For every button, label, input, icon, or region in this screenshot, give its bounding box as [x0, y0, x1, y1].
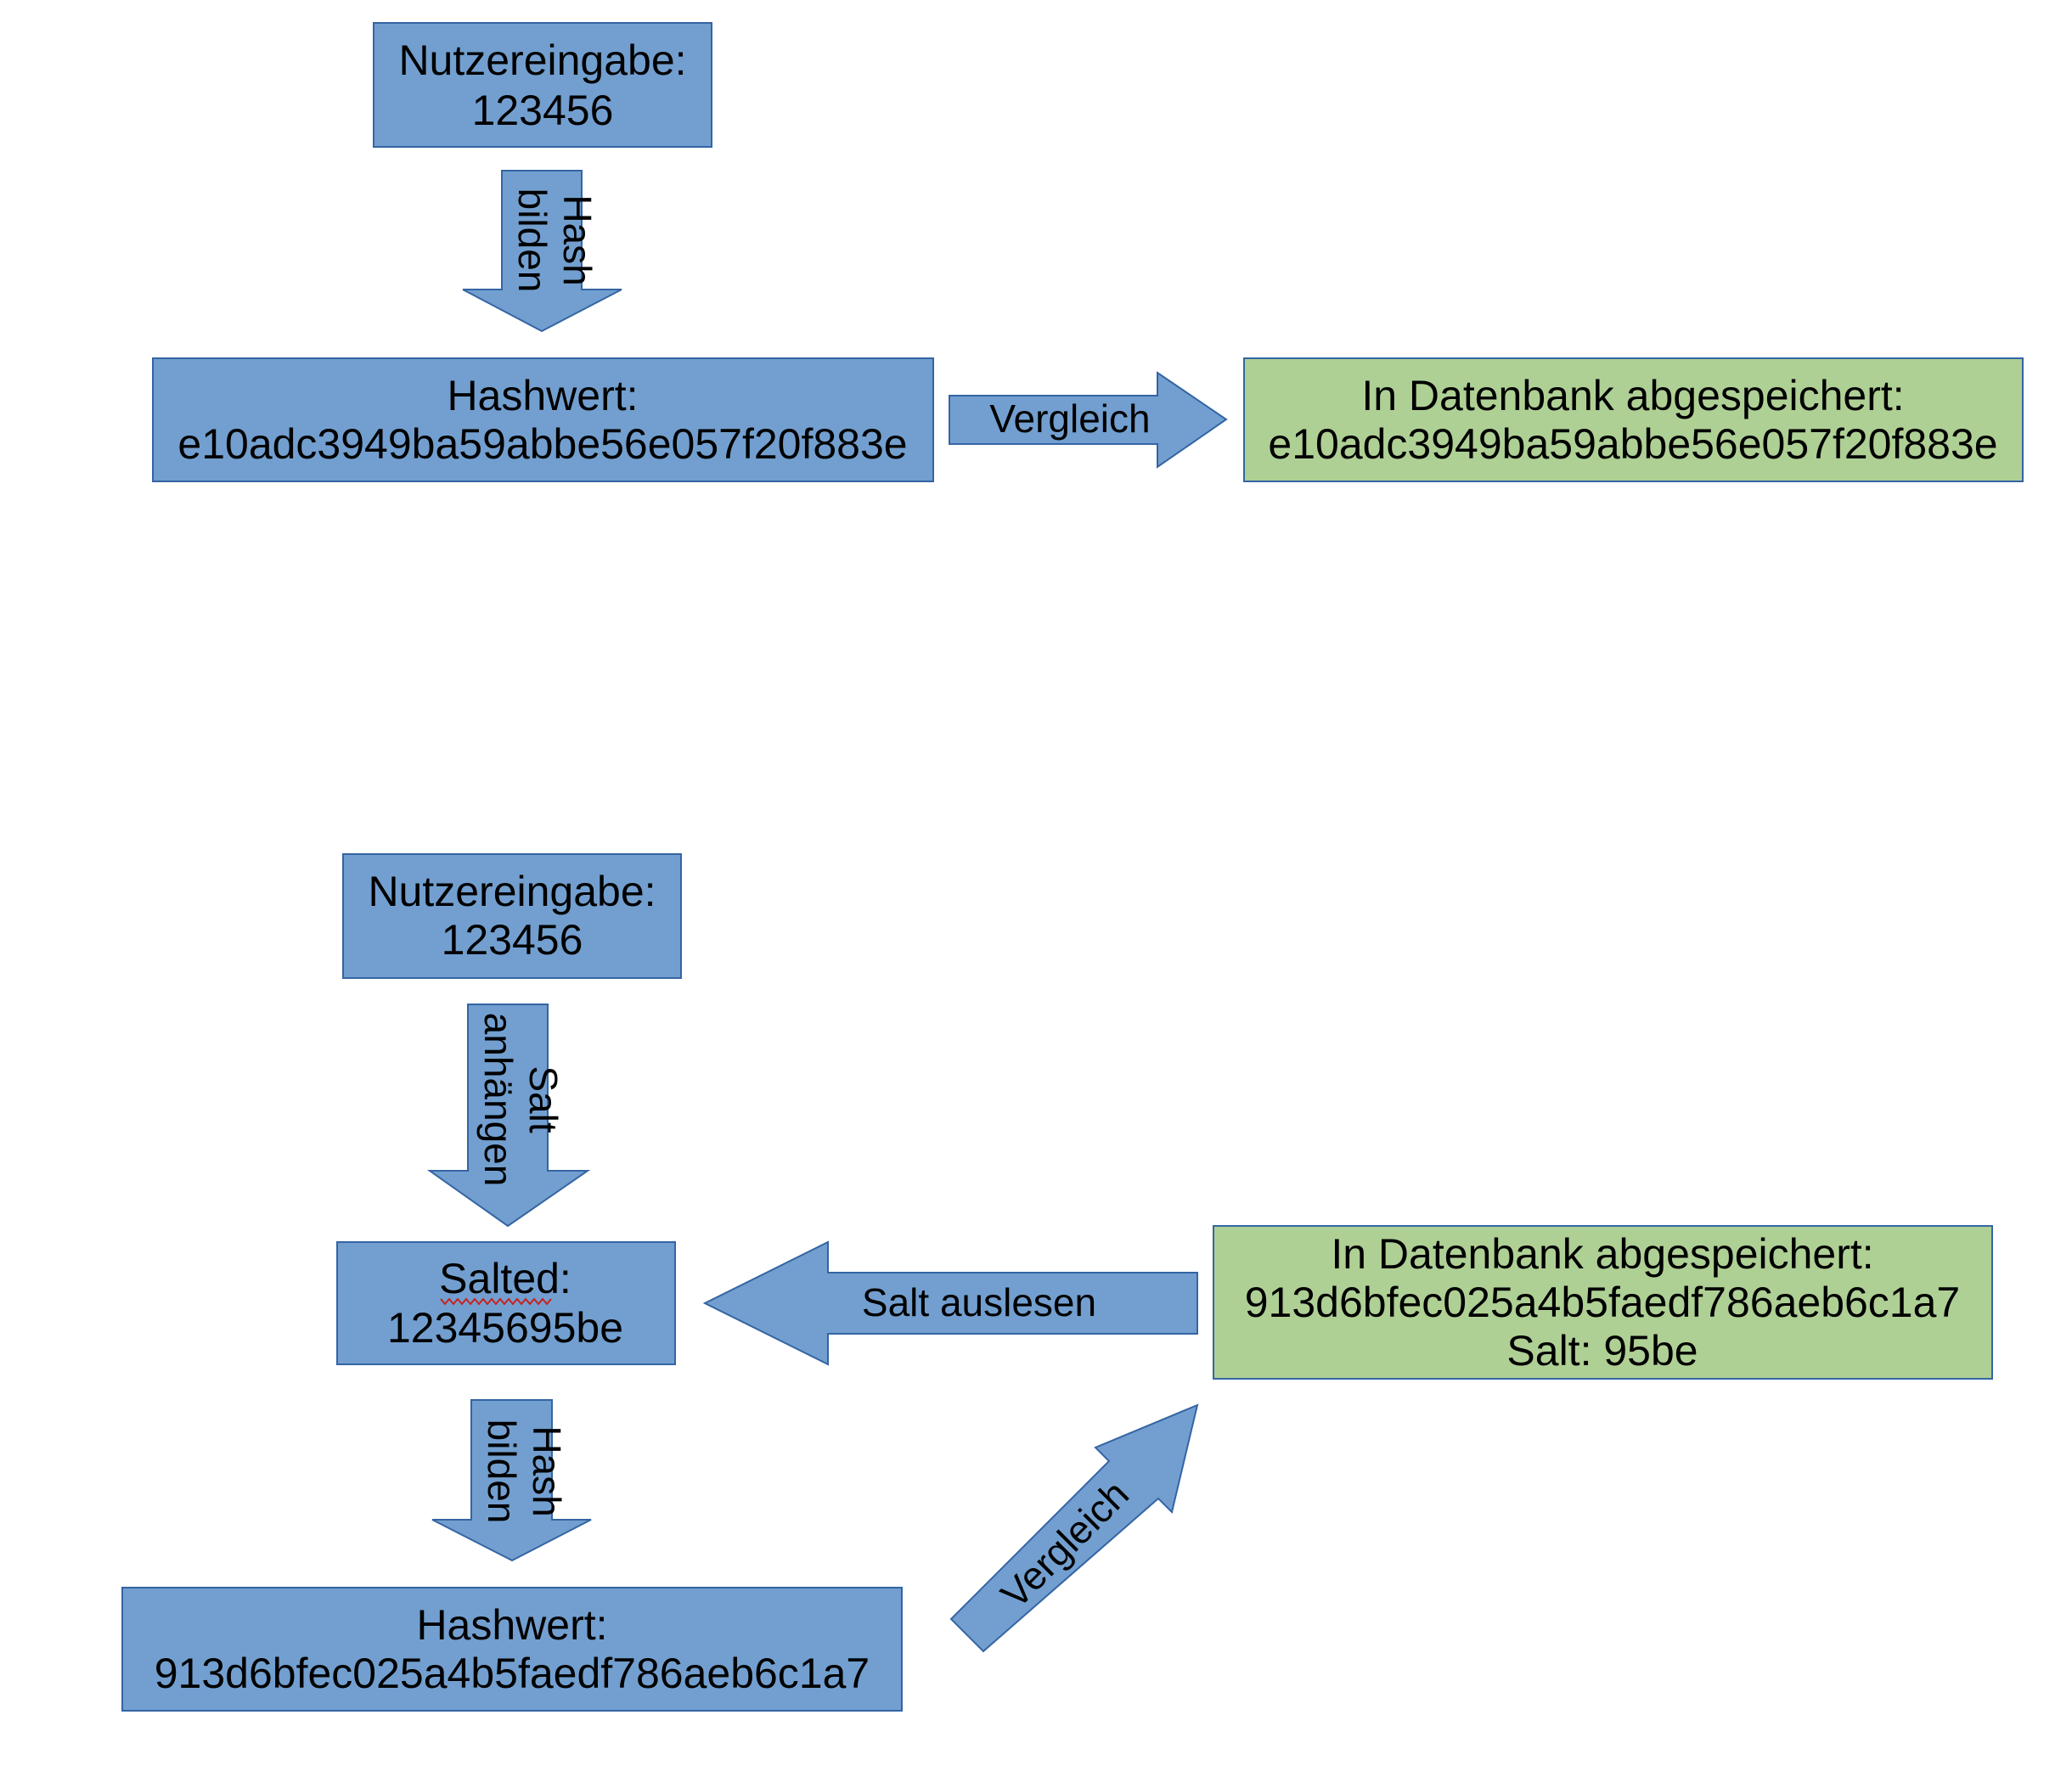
bottom-input-value: 123456 — [442, 916, 583, 964]
bottom-hash-label: Hashwert: — [416, 1601, 607, 1649]
top-hash-arrow: Hash bilden — [462, 170, 622, 333]
bottom-hash-arrow-label-line1: Hash — [525, 1425, 569, 1516]
bottom-salt-arrow-shape — [430, 1004, 588, 1226]
top-compare-arrow: Vergleich — [949, 371, 1228, 469]
bottom-compare-arrow-label: Vergleich — [992, 1471, 1137, 1616]
bottom-salt-arrow-label-line1: Salt — [521, 1065, 566, 1133]
bottom-hash-value: 913d6bfec025a4b5faedf786aeb6c1a7 — [155, 1650, 870, 1697]
bottom-flow: Nutzereingabe: 123456 Salt anhängen Salt… — [121, 853, 1993, 1712]
top-compare-arrow-border — [949, 371, 1228, 469]
bottom-input-box-shape — [343, 854, 681, 978]
bottom-hash-arrow-border — [431, 1399, 592, 1562]
bottom-salt-arrow: Salt anhängen — [426, 1004, 591, 1228]
bottom-read-salt-arrow: Salt auslesen — [702, 1240, 1198, 1366]
top-stored-value: e10adc3949ba59abbe56e057f20f883e — [1268, 420, 1997, 468]
bottom-salted-box: Salted: 12345695be — [336, 1241, 676, 1365]
bottom-input-box: Nutzereingabe: 123456 — [342, 853, 682, 979]
bottom-salted-value: 12345695be — [387, 1304, 623, 1352]
top-stored-box-shape — [1244, 358, 2023, 481]
bottom-hash-arrow: Hash bilden — [431, 1399, 592, 1562]
spellcheck-underline — [440, 1297, 552, 1306]
top-input-label: Nutzereingabe: — [398, 37, 686, 84]
top-input-box-border — [373, 22, 712, 148]
bottom-salt-arrow-border — [426, 1004, 591, 1228]
bottom-stored-box: In Datenbank abgespeichert: 913d6bfec025… — [1213, 1225, 1993, 1380]
top-hash-value: e10adc3949ba59abbe56e057f20f883e — [177, 420, 907, 468]
top-stored-box: In Datenbank abgespeichert: e10adc3949ba… — [1243, 357, 2024, 482]
top-hash-box-shape — [153, 358, 933, 481]
bottom-compare-arrow-shape — [951, 1405, 1197, 1651]
bottom-hash-box: Hashwert: 913d6bfec025a4b5faedf786aeb6c1… — [121, 1587, 903, 1712]
bottom-input-label: Nutzereingabe: — [368, 868, 656, 915]
bottom-hash-arrow-label-line2: bilden — [480, 1420, 524, 1524]
bottom-hash-box-shape — [122, 1588, 902, 1711]
bottom-stored-label: In Datenbank abgespeichert: — [1331, 1230, 1873, 1278]
top-stored-label: In Datenbank abgespeichert: — [1361, 372, 1904, 419]
top-hash-box: Hashwert: e10adc3949ba59abbe56e057f20f88… — [152, 357, 934, 482]
bottom-compare-arrow-border — [949, 1403, 1199, 1653]
top-input-box-shape — [374, 23, 712, 147]
bottom-compare-arrow: Vergleich — [949, 1403, 1199, 1653]
top-flow: Nutzereingabe: 123456 Hash bilden Hashwe… — [152, 22, 2024, 482]
top-hash-arrow-border — [462, 170, 622, 333]
top-input-box: Nutzereingabe: 123456 — [373, 22, 712, 148]
top-hash-label: Hashwert: — [447, 372, 638, 419]
bottom-read-salt-arrow-border — [702, 1240, 1198, 1366]
bottom-stored-value: 913d6bfec025a4b5faedf786aeb6c1a7 — [1245, 1279, 1960, 1326]
bottom-salted-label: Salted: — [439, 1255, 571, 1302]
bottom-salt-arrow-label-line2: anhängen — [476, 1013, 521, 1187]
top-stored-box-border — [1243, 357, 2024, 482]
bottom-stored-box-shape — [1213, 1226, 1992, 1379]
top-input-value: 123456 — [472, 87, 614, 134]
top-compare-arrow-label: Vergleich — [989, 396, 1150, 441]
bottom-salted-box-border — [336, 1241, 676, 1365]
bottom-stored-box-border — [1213, 1225, 1993, 1380]
bottom-read-salt-arrow-label: Salt auslesen — [862, 1280, 1096, 1324]
top-hash-arrow-label-line1: Hash — [555, 194, 600, 285]
bottom-hash-box-border — [121, 1587, 903, 1712]
top-hash-arrow-label-line2: bilden — [510, 188, 555, 293]
top-hash-box-border — [152, 357, 934, 482]
bottom-stored-salt: Salt: 95be — [1506, 1327, 1698, 1375]
bottom-input-box-border — [342, 853, 682, 979]
